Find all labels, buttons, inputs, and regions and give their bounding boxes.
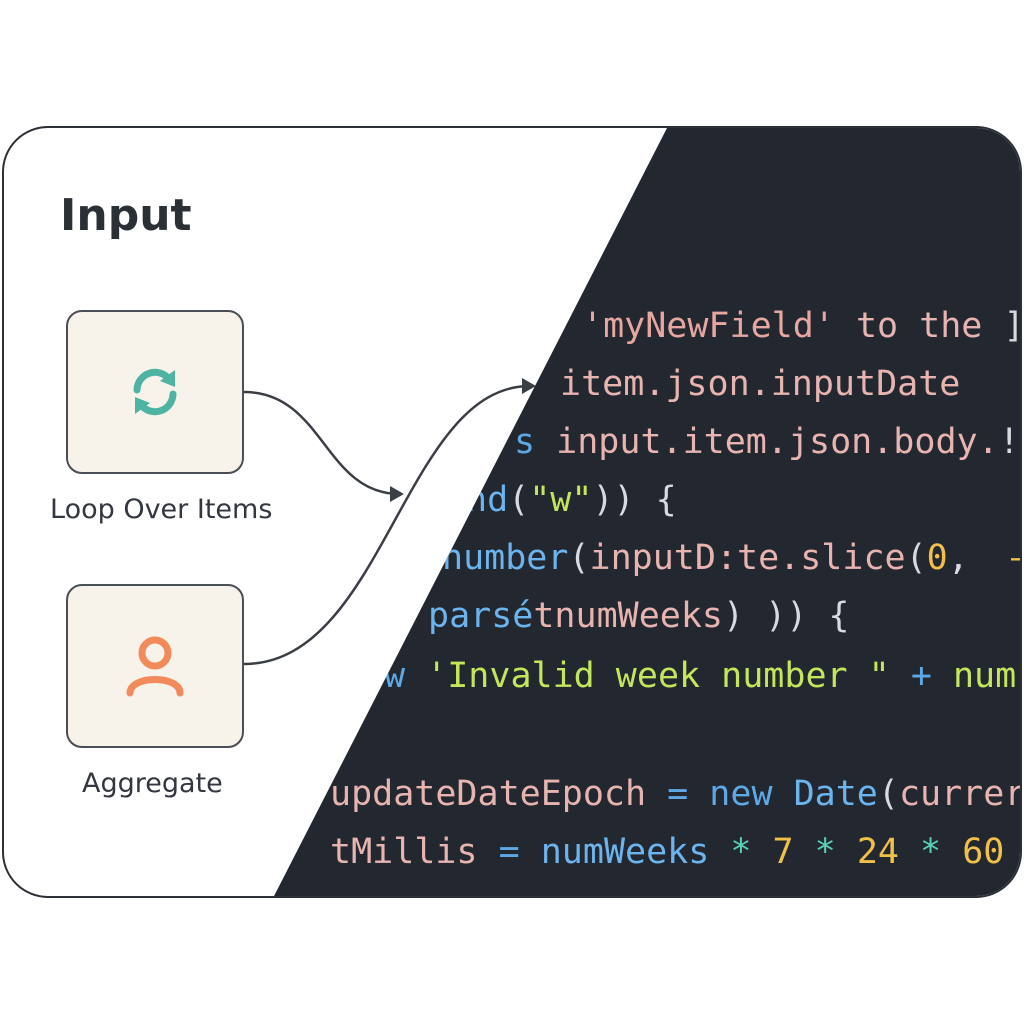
code-token: 'Invalid week number " [426, 656, 890, 696]
code-token: num [952, 656, 1017, 696]
node-loop-over-items[interactable] [66, 310, 244, 474]
code-token: * [709, 832, 773, 872]
code-line: tMillis = numWeeks * 7 * 24 * 60 [330, 832, 1004, 872]
workflow-card: 'myNewField' to the ] item.json.inputDat… [2, 126, 1022, 898]
code-line: 'myNewField' to the ] [582, 306, 1020, 346]
code-token: ] [1003, 306, 1020, 346]
code-token: * [793, 832, 857, 872]
code-token: ( [905, 538, 927, 578]
edge-arrow-1 [390, 486, 404, 502]
code-line: item.json.inputDate [560, 364, 960, 404]
code-token: input.item.json.body. [556, 422, 999, 462]
code-token: parsé [428, 596, 534, 636]
code-token: tnumWeeks [533, 596, 724, 636]
code-token: updateDateEpoch [330, 774, 647, 814]
code-line: parsétnumWeeks) )) { [428, 596, 849, 636]
code-token: item.json.inputDate [560, 364, 961, 404]
code-token: – 1 [1011, 538, 1020, 578]
code-token: to the [834, 306, 1004, 346]
code-token: * [898, 832, 963, 872]
code-token: number [442, 538, 569, 578]
code-token: 7 [772, 832, 794, 872]
refresh-icon [133, 368, 177, 416]
code-token: tMillis [330, 832, 478, 872]
code-token: + [889, 656, 953, 696]
code-editor[interactable]: 'myNewField' to the ] item.json.inputDat… [272, 128, 1022, 896]
code-token: ( [877, 774, 899, 814]
edge-arrow-2 [522, 378, 536, 394]
edge-aggregate-to-code [243, 384, 531, 666]
code-token: ( [568, 538, 590, 578]
code-token: = [477, 832, 541, 872]
code-token: 'myNewField' [582, 306, 835, 346]
code-token: ( [508, 480, 530, 520]
code-line: s input.item.json.body.! [514, 422, 1020, 462]
code-token: 0 [926, 538, 948, 578]
code-token: inputD:te.slice [589, 538, 906, 578]
code-token: numWeeks [540, 832, 710, 872]
node-label-aggregate: Aggregate [82, 768, 223, 799]
node-label-loop-over-items: Loop Over Items [50, 494, 273, 525]
code-line: number(inputD:te.slice(0, – 1) [442, 538, 1020, 578]
node-aggregate[interactable] [66, 584, 244, 748]
code-token: )) { [592, 480, 677, 520]
code-line: w 'Invalid week number " + num [384, 656, 1016, 696]
code-token: 60 [962, 832, 1005, 872]
code-token: ) )) { [723, 596, 850, 636]
code-token: ! [998, 422, 1020, 462]
panel-title: Input [60, 190, 192, 241]
edge-loop-to-merge [243, 390, 401, 496]
user-icon [126, 636, 184, 697]
code-token: 24 [856, 832, 899, 872]
code-token: currer [898, 774, 1022, 814]
connection-edges [243, 378, 536, 666]
code-token: "w" [529, 480, 593, 520]
code-token: Date [793, 774, 878, 814]
code-line: updateDateEpoch = new Date(currer [330, 774, 1022, 814]
code-token: new [709, 774, 794, 814]
code-token: s [514, 422, 557, 462]
code-token: , [947, 538, 1011, 578]
code-token: = [646, 774, 710, 814]
